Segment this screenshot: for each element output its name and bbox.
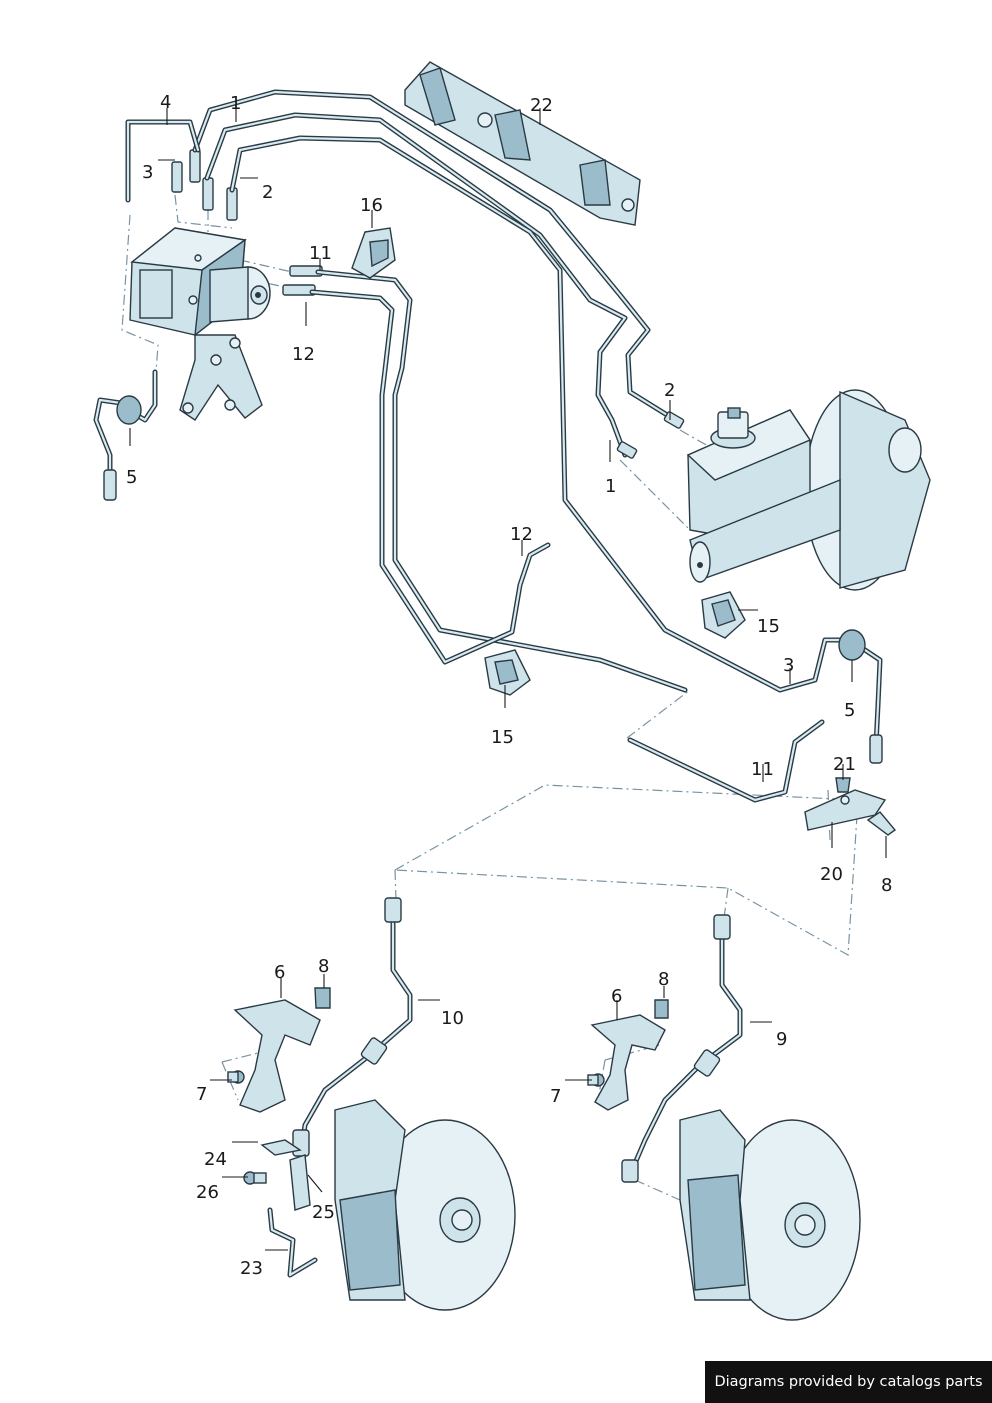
abs-hydraulic-unit <box>129 227 271 337</box>
callout-20: 20 <box>820 864 843 885</box>
callout-1-top: 1 <box>230 93 241 114</box>
callout-22: 22 <box>530 95 553 116</box>
brake-hose-upper-left <box>93 369 158 501</box>
callout-23: 23 <box>240 1258 263 1279</box>
callout-26: 26 <box>196 1182 219 1203</box>
callout-7-right: 7 <box>550 1086 561 1107</box>
callout-16: 16 <box>360 195 383 216</box>
callout-3-right: 3 <box>783 655 794 676</box>
callout-6-left: 6 <box>274 962 285 983</box>
callout-11-bottom: 11 <box>751 759 774 780</box>
callout-8-left: 8 <box>318 956 329 977</box>
callout-2-top: 2 <box>262 182 273 203</box>
callout-3-top: 3 <box>142 162 153 183</box>
callout-leaders <box>129 104 887 1251</box>
callout-2-master-cylinder: 2 <box>664 380 675 401</box>
callout-12-top: 12 <box>292 344 315 365</box>
footer-credit-badge: Diagrams provided by catalogs parts <box>705 1361 992 1403</box>
callout-24: 24 <box>204 1149 227 1170</box>
callout-6-right: 6 <box>611 986 622 1007</box>
front-left-brake-assembly <box>227 897 516 1311</box>
callout-5-left: 5 <box>126 467 137 488</box>
callout-25: 25 <box>312 1202 335 1223</box>
callout-11-top: 11 <box>309 243 332 264</box>
callout-9: 9 <box>776 1029 787 1050</box>
front-right-brake-assembly <box>587 914 861 1321</box>
hose-bracket-right <box>804 777 897 836</box>
callout-21: 21 <box>833 754 856 775</box>
abs-mounting-bracket <box>179 334 263 421</box>
footer-credit-text: Diagrams provided by catalogs parts <box>714 1374 983 1390</box>
brake-pipes-rear <box>309 269 825 803</box>
callout-5-right: 5 <box>844 700 855 721</box>
callout-15-middle: 15 <box>491 727 514 748</box>
pipe-clips <box>351 227 746 696</box>
brake-booster <box>804 389 931 591</box>
callout-labels: 1 1 2 2 3 3 4 5 5 6 6 7 7 8 8 8 9 10 11 … <box>126 92 892 1279</box>
callout-8-right: 8 <box>658 969 669 990</box>
callout-12-middle: 12 <box>510 524 533 545</box>
callout-10: 10 <box>441 1008 464 1029</box>
brake-hose-right <box>838 629 883 764</box>
brake-pipes-main <box>125 89 848 693</box>
master-cylinder <box>616 407 841 583</box>
callout-15-right: 15 <box>757 616 780 637</box>
callout-1-master-cylinder: 1 <box>605 476 616 497</box>
callout-7-left: 7 <box>196 1084 207 1105</box>
pipe-holder-strip <box>404 61 641 226</box>
callout-4: 4 <box>160 92 171 113</box>
callout-8-right-bracket: 8 <box>881 875 892 896</box>
